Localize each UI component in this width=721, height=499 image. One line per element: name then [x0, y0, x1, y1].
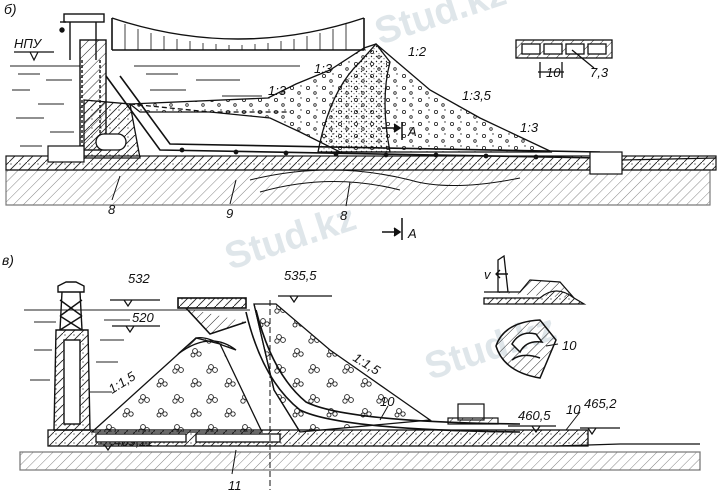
svg-text:Stud.kz: Stud.kz [370, 0, 511, 54]
inlet-structure-b [83, 99, 141, 159]
slope-label: 1:3 [520, 120, 539, 135]
slope-label: 1:3 [314, 61, 333, 76]
elevation-marker: 532 [110, 271, 160, 308]
npu-label: НПУ [14, 36, 43, 51]
deflector-detail [495, 319, 557, 379]
suspension-bridge [111, 17, 365, 51]
reservoir-water-b [10, 65, 80, 147]
section-label: A [407, 226, 417, 241]
callout-number: 10 [566, 402, 581, 417]
elevation-label: 532 [128, 271, 150, 286]
elevation-marker: 520 [112, 310, 160, 334]
panel-v-letter: в) [2, 252, 14, 268]
foundation-v [19, 300, 701, 490]
section-label: A [407, 124, 417, 139]
callout-leaders-b [111, 175, 351, 207]
inset-dimension: 10 [546, 65, 561, 80]
npu-marker: НПУ [14, 36, 54, 62]
intake-tower-v [53, 281, 91, 431]
elevation-marker: 460,5 [508, 408, 556, 434]
callout-number: 10 [562, 338, 577, 353]
elevation-label: 520 [132, 310, 154, 325]
inset-dimension: 7,3 [590, 65, 609, 80]
elevation-label: 460,5 [518, 408, 551, 423]
callout-number: 9 [226, 206, 233, 221]
elevation-label: 465,2 [584, 396, 617, 411]
callout-number: 8 [340, 208, 348, 223]
callout-number: 8 [108, 202, 116, 217]
flow-detail-inset [483, 254, 587, 305]
conduit-cross-section-inset [515, 39, 613, 78]
panel-v: в) 532 520 535,5 [2, 252, 701, 493]
slope-label: 1:1,5 [106, 368, 139, 396]
elevation-marker: 465,2 [580, 396, 620, 436]
slope-label: 1:2 [408, 44, 427, 59]
callout-number: 10 [380, 394, 395, 409]
panel-b-letter: б) [4, 1, 17, 17]
foundation-b [5, 145, 717, 206]
slope-label: 1:3 [268, 83, 287, 98]
callout-number: 11 [228, 478, 242, 493]
pond-water-b [134, 65, 300, 97]
slope-label: 1:3,5 [462, 88, 492, 103]
elevation-label: 535,5 [284, 268, 317, 283]
main-rockfill-dam [253, 303, 432, 433]
flow-label: v [484, 267, 492, 282]
panel-b: б) НПУ [4, 1, 717, 241]
section-marker-aa [382, 122, 403, 240]
outlet-building [447, 403, 499, 425]
dam-embankment-b [128, 42, 553, 153]
elevation-marker: 535,5 [278, 268, 332, 304]
